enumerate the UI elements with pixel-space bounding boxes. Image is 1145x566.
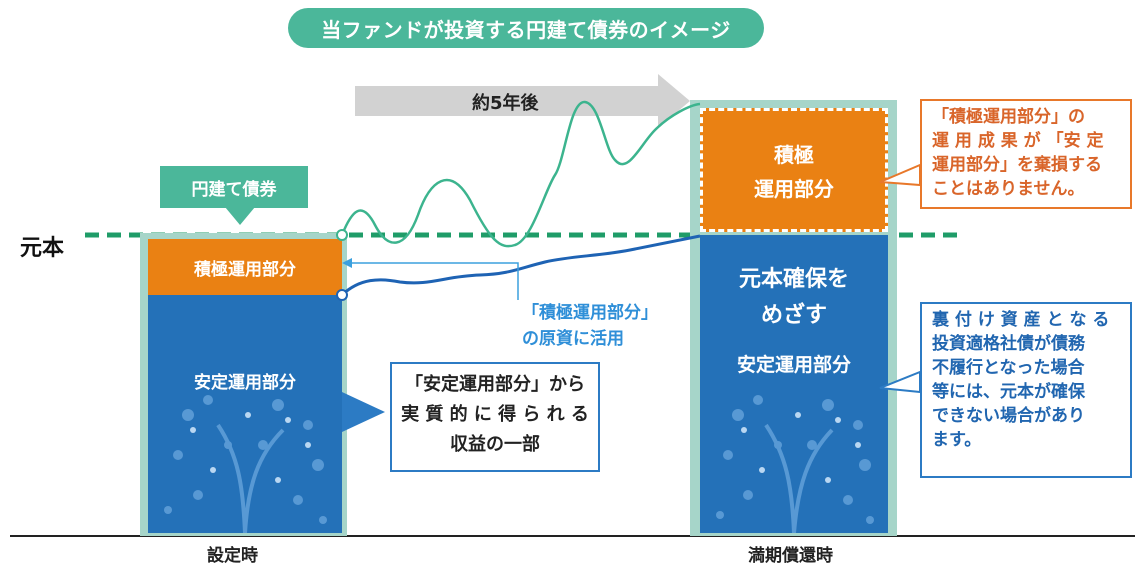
stable-start-dot (336, 289, 348, 301)
principal-label: 元本 (20, 236, 65, 261)
right-goal-line-2: めざす (760, 303, 827, 328)
bond-tag-pointer (225, 207, 255, 225)
center-note-line-1: 「安定運用部分」から (405, 374, 585, 395)
right-goal-label: 元本確保を めざす (700, 262, 888, 334)
blue-note-line-6: ます。 (932, 430, 982, 450)
orange-note: 「積極運用部分」の 運 用 成 果 が 「安 定 運用部分」を棄損する ことはあ… (920, 99, 1132, 209)
left-stable-label: 安定運用部分 (194, 373, 296, 393)
blue-note-line-4: 等には、元本が確保 (932, 382, 1085, 402)
diagram-title: 当ファンドが投資する円建て債券のイメージ (288, 8, 764, 48)
usage-connector (352, 262, 519, 300)
usage-label: 「積極運用部分」 の原資に活用 (522, 300, 672, 352)
right-goal-line-1: 元本確保を (738, 267, 849, 292)
usage-line-1: 「積極運用部分」 (522, 303, 658, 323)
usage-line-2: の原資に活用 (522, 329, 624, 349)
orange-note-line-1: 「積極運用部分」の (932, 107, 1085, 127)
left-stable-part (148, 295, 342, 533)
period-arrow (355, 74, 690, 128)
usage-arrowhead (342, 258, 352, 268)
active-performance-line (340, 100, 701, 248)
axis-label-start: 設定時 (207, 546, 258, 566)
orange-note-pointer (879, 163, 921, 187)
right-stable-label: 安定運用部分 (736, 354, 851, 376)
right-active-part (700, 108, 888, 232)
right-stable-part (700, 235, 888, 533)
orange-note-line-2: 運 用 成 果 が 「安 定 (932, 131, 1104, 151)
period-label: 約5年後 (472, 93, 539, 114)
blue-note-pointer (879, 370, 921, 394)
blue-note-line-1: 裏 付 け 資 産 と な る (932, 310, 1110, 330)
right-active-line-2: 運用部分 (754, 177, 834, 201)
bond-tag: 円建て債券 (160, 166, 308, 208)
blue-note-line-5: できない場合があり (932, 406, 1085, 426)
tree-illustration (164, 395, 327, 533)
left-active-part: 積極運用部分 (148, 239, 342, 295)
right-active-label: 積極 運用部分 (700, 138, 888, 206)
blue-note: 裏 付 け 資 産 と な る 投資適格社債が債務 不履行となった場合 等には、… (920, 302, 1132, 478)
orange-note-line-4: ことはありません。 (932, 179, 1085, 199)
blue-note-line-3: 不履行となった場合 (932, 358, 1085, 378)
axis-label-maturity: 満期償還時 (748, 546, 833, 566)
tree-illustration-right (716, 395, 874, 533)
center-note-line-3: 収益の一部 (450, 434, 540, 455)
blue-note-line-2: 投資適格社債が債務 (932, 334, 1085, 354)
center-note-line-2: 実 質 的 に 得 ら れ る (401, 404, 589, 425)
right-active-line-1: 積極 (774, 143, 814, 167)
center-note: 「安定運用部分」から 実 質 的 に 得 ら れ る 収益の一部 (390, 362, 600, 472)
center-note-pointer (342, 392, 385, 432)
orange-note-line-3: 運用部分」を棄損する (932, 155, 1102, 175)
stable-performance-line (340, 234, 701, 297)
active-start-dot (336, 229, 348, 241)
